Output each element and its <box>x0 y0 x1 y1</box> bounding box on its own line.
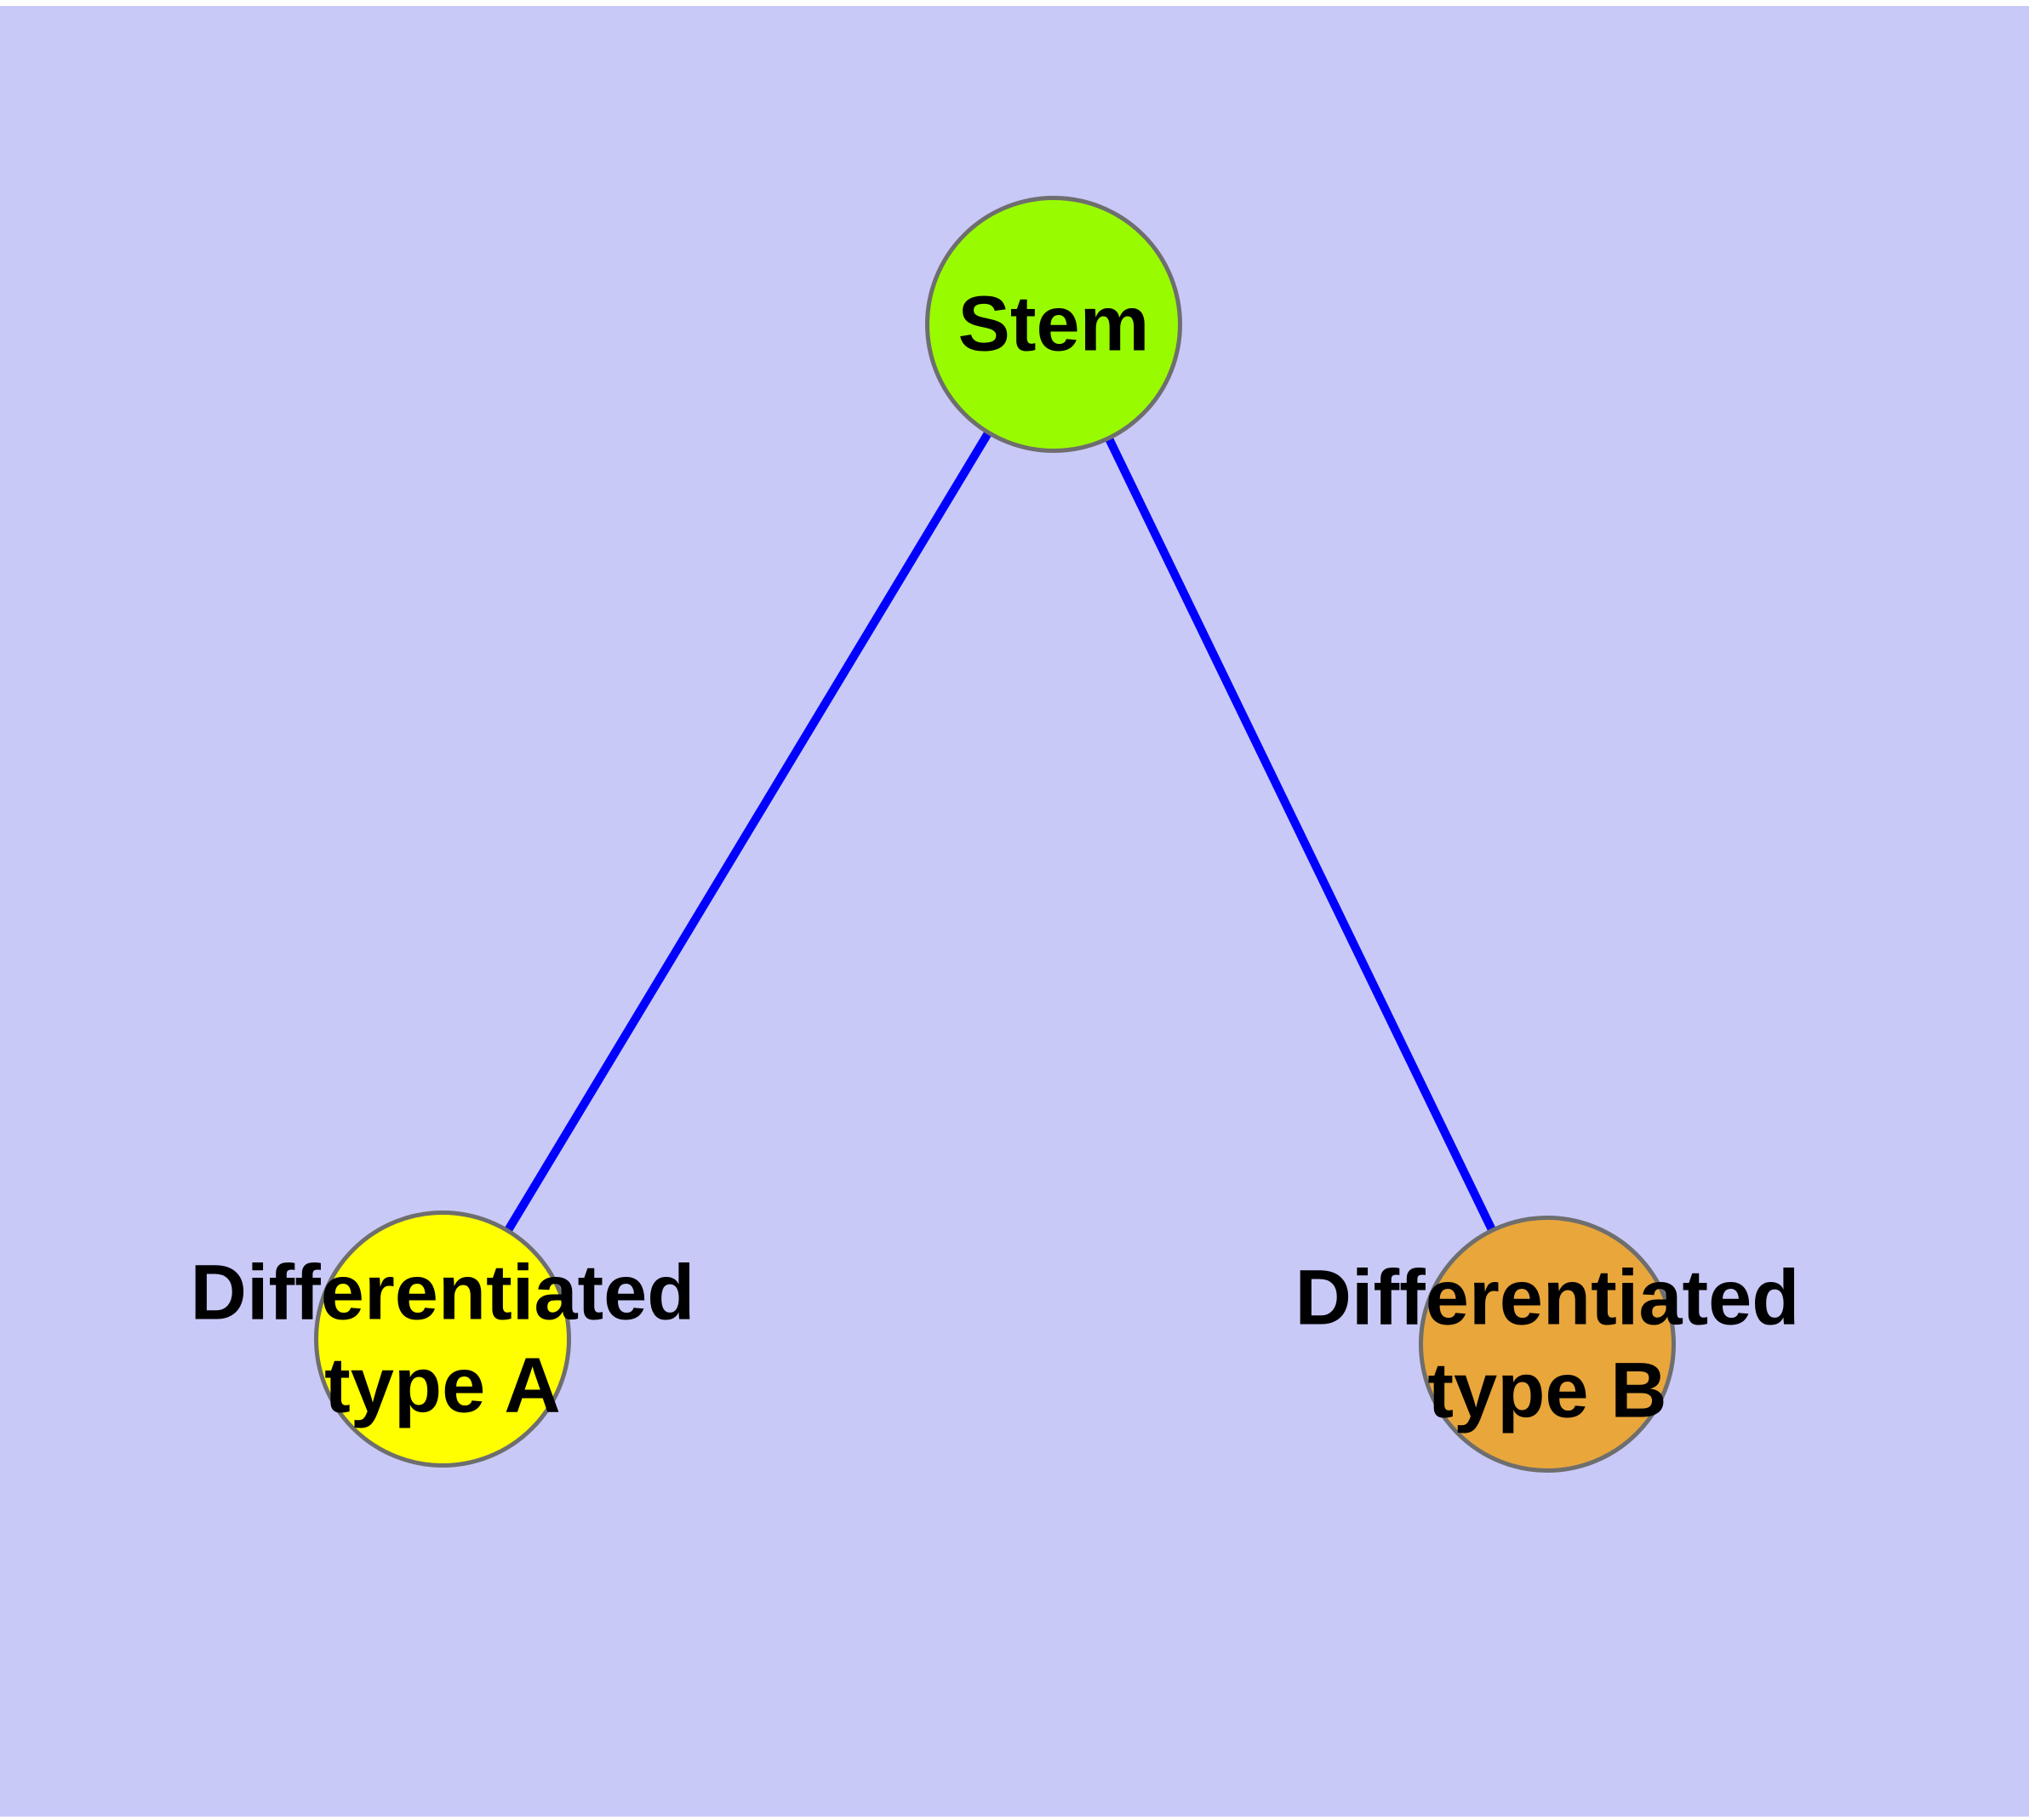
node-differentiated-type-b-label: Differentiated type B <box>1295 1251 1800 1436</box>
label-line: Differentiated <box>190 1249 695 1336</box>
node-differentiated-type-a-label: Differentiated type A <box>191 1246 695 1431</box>
label-line: Stem <box>957 280 1150 368</box>
node-differentiated-type-a <box>314 1210 571 1468</box>
node-stem <box>925 196 1182 453</box>
node-differentiated-type-b <box>1419 1216 1676 1473</box>
edge-layer <box>438 322 1552 1347</box>
node-stem-label: Stem <box>958 278 1150 371</box>
edge-stem-to-type-a <box>438 322 1058 1342</box>
label-line: type B <box>1427 1347 1667 1434</box>
label-line: type A <box>324 1342 561 1428</box>
diagram-canvas: Stem Differentiated type A Differentiate… <box>0 6 2029 1817</box>
label-line: Differentiated <box>1295 1254 1800 1342</box>
edge-stem-to-type-b <box>1049 322 1552 1347</box>
